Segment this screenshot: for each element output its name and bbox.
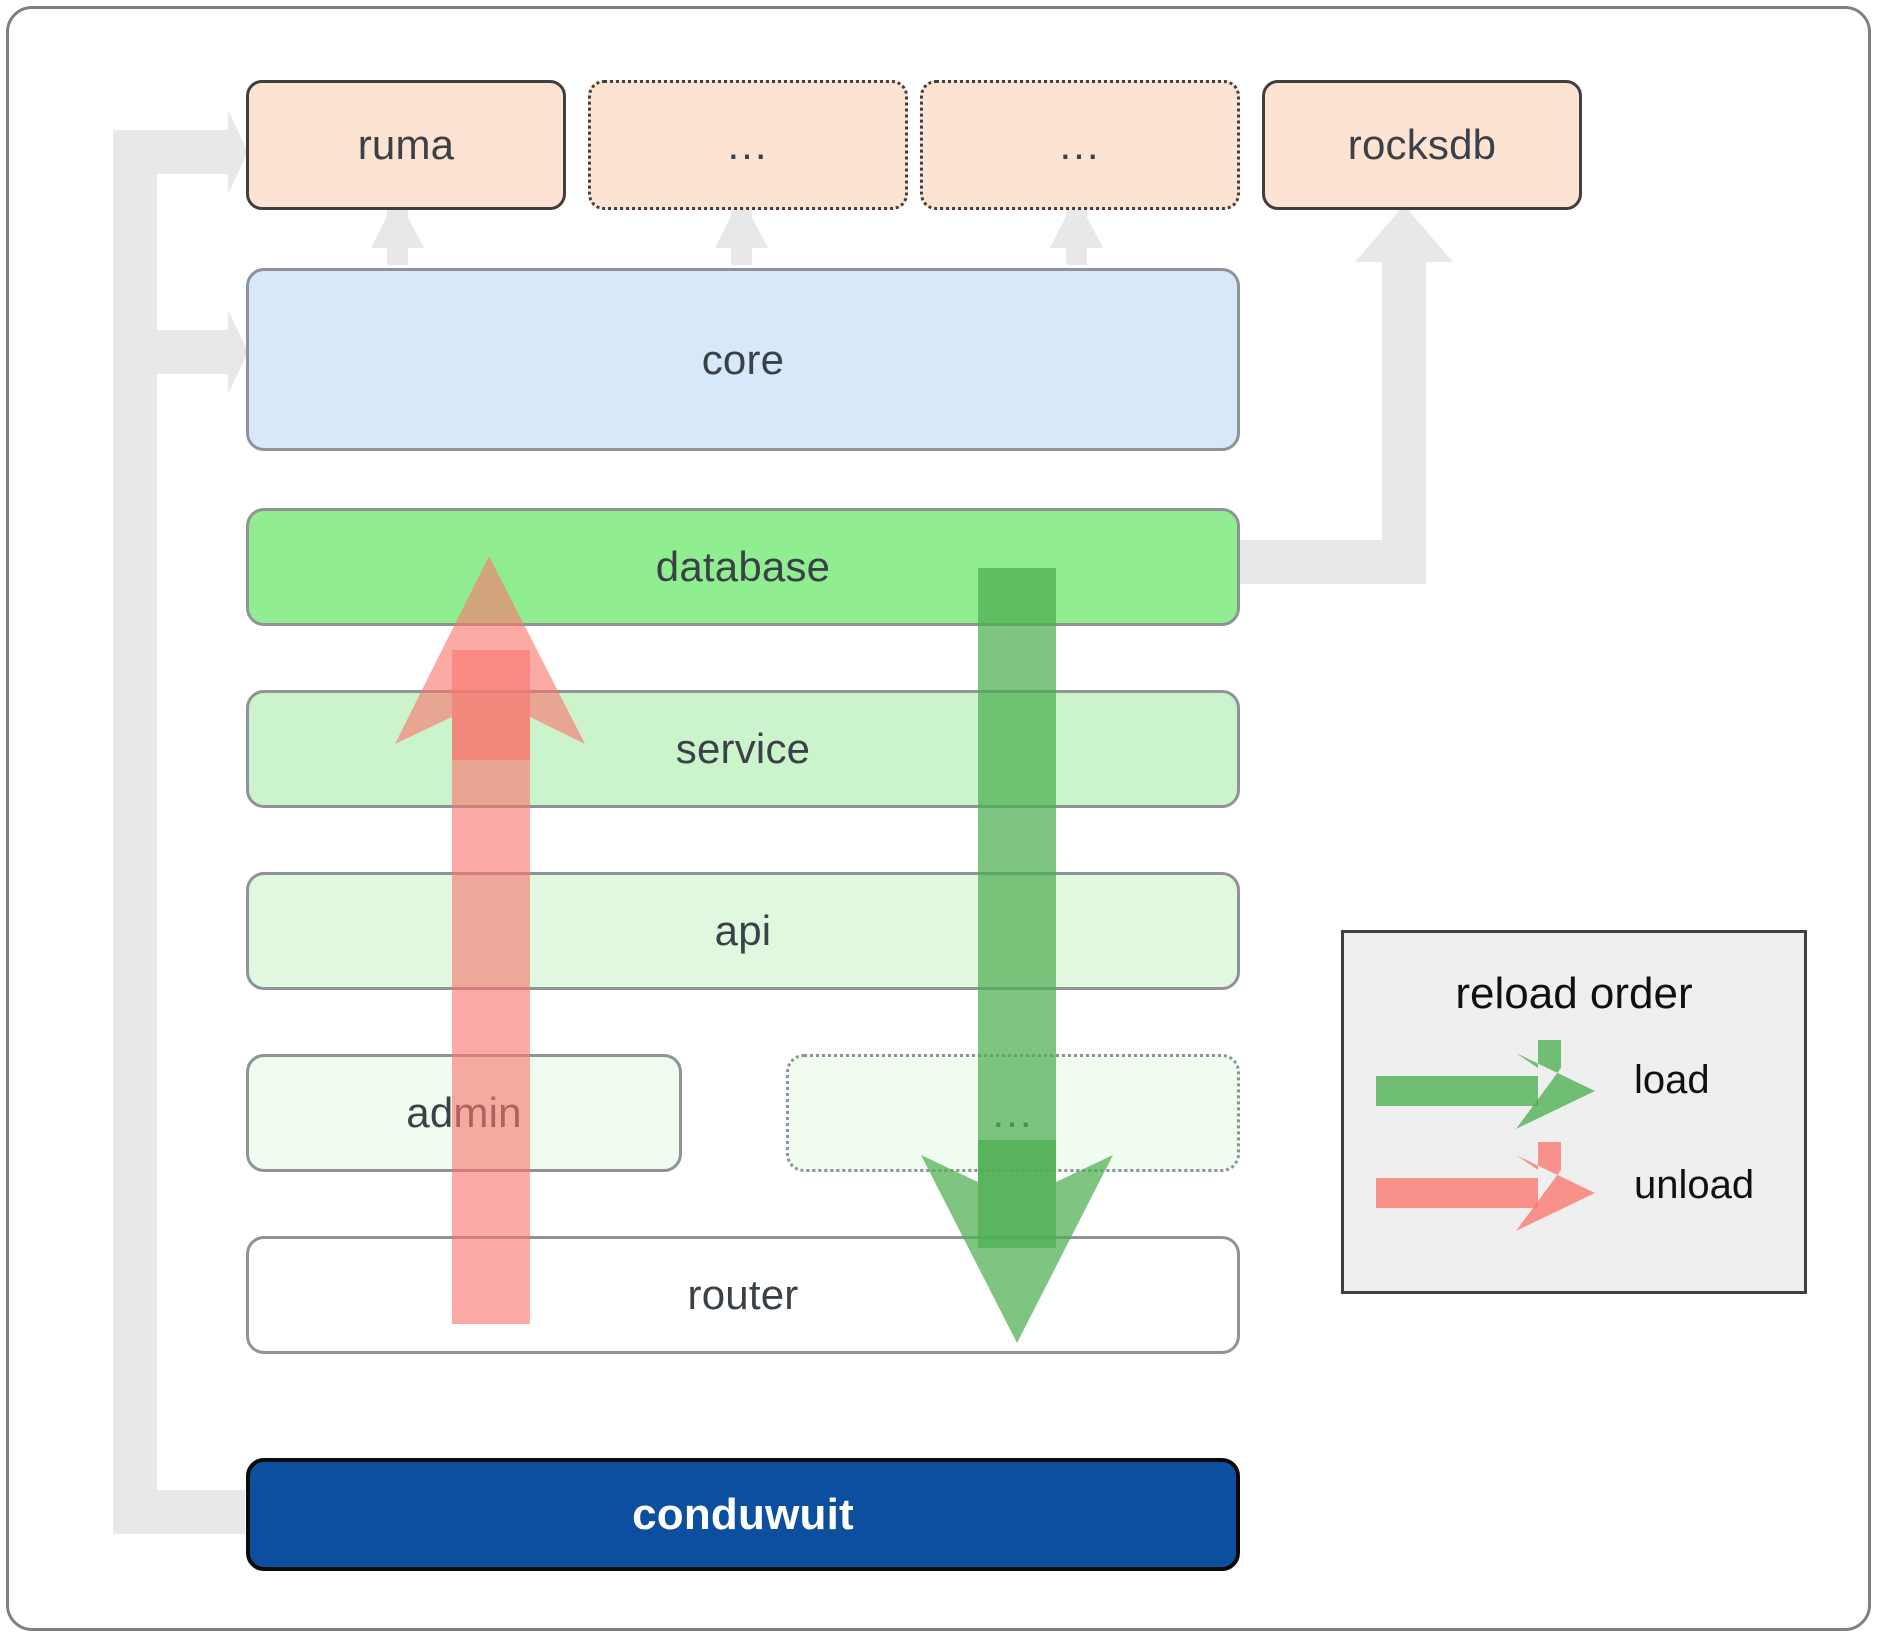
crate-label-ruma: ruma xyxy=(357,121,455,168)
legend-panel: reload order load unload xyxy=(1341,930,1807,1294)
layer-box-ellipsis[interactable]: ... xyxy=(786,1054,1240,1172)
core-label: core xyxy=(701,335,785,383)
diagram-frame xyxy=(6,6,1871,1631)
crate-box-ruma[interactable]: ruma xyxy=(246,80,566,210)
layer-label-api: api xyxy=(714,907,772,954)
crate-box-ellipsis-2[interactable]: ... xyxy=(920,80,1240,210)
layer-box-router[interactable]: router xyxy=(246,1236,1240,1354)
layer-label-database: database xyxy=(655,543,831,590)
layer-box-service[interactable]: service xyxy=(246,690,1240,808)
layer-box-database[interactable]: database xyxy=(246,508,1240,626)
legend-arrow-svg xyxy=(1376,1040,1595,1231)
layer-label-router: router xyxy=(687,1271,799,1318)
layer-label-ellipsis: ... xyxy=(992,1089,1034,1136)
legend-unload-arrow xyxy=(1376,1142,1595,1231)
legend-load-arrow xyxy=(1376,1040,1595,1129)
crate-box-rocksdb[interactable]: rocksdb xyxy=(1262,80,1582,210)
crate-label-ellipsis-2: ... xyxy=(1059,121,1101,168)
crate-label-ellipsis-1: ... xyxy=(727,121,769,168)
legend-label-load: load xyxy=(1634,1058,1710,1102)
layer-box-admin[interactable]: admin xyxy=(246,1054,682,1172)
crate-label-rocksdb: rocksdb xyxy=(1347,121,1497,168)
layer-label-service: service xyxy=(675,725,811,772)
crate-box-ellipsis-1[interactable]: ... xyxy=(588,80,908,210)
layer-box-api[interactable]: api xyxy=(246,872,1240,990)
layer-label-admin: admin xyxy=(406,1089,522,1136)
core-box[interactable]: core xyxy=(246,268,1240,451)
legend-title: reload order xyxy=(1455,969,1693,1018)
root-box-conduwuit[interactable]: conduwuit xyxy=(246,1458,1240,1571)
legend-label-unload: unload xyxy=(1634,1163,1755,1207)
root-label-conduwuit: conduwuit xyxy=(632,1489,854,1539)
